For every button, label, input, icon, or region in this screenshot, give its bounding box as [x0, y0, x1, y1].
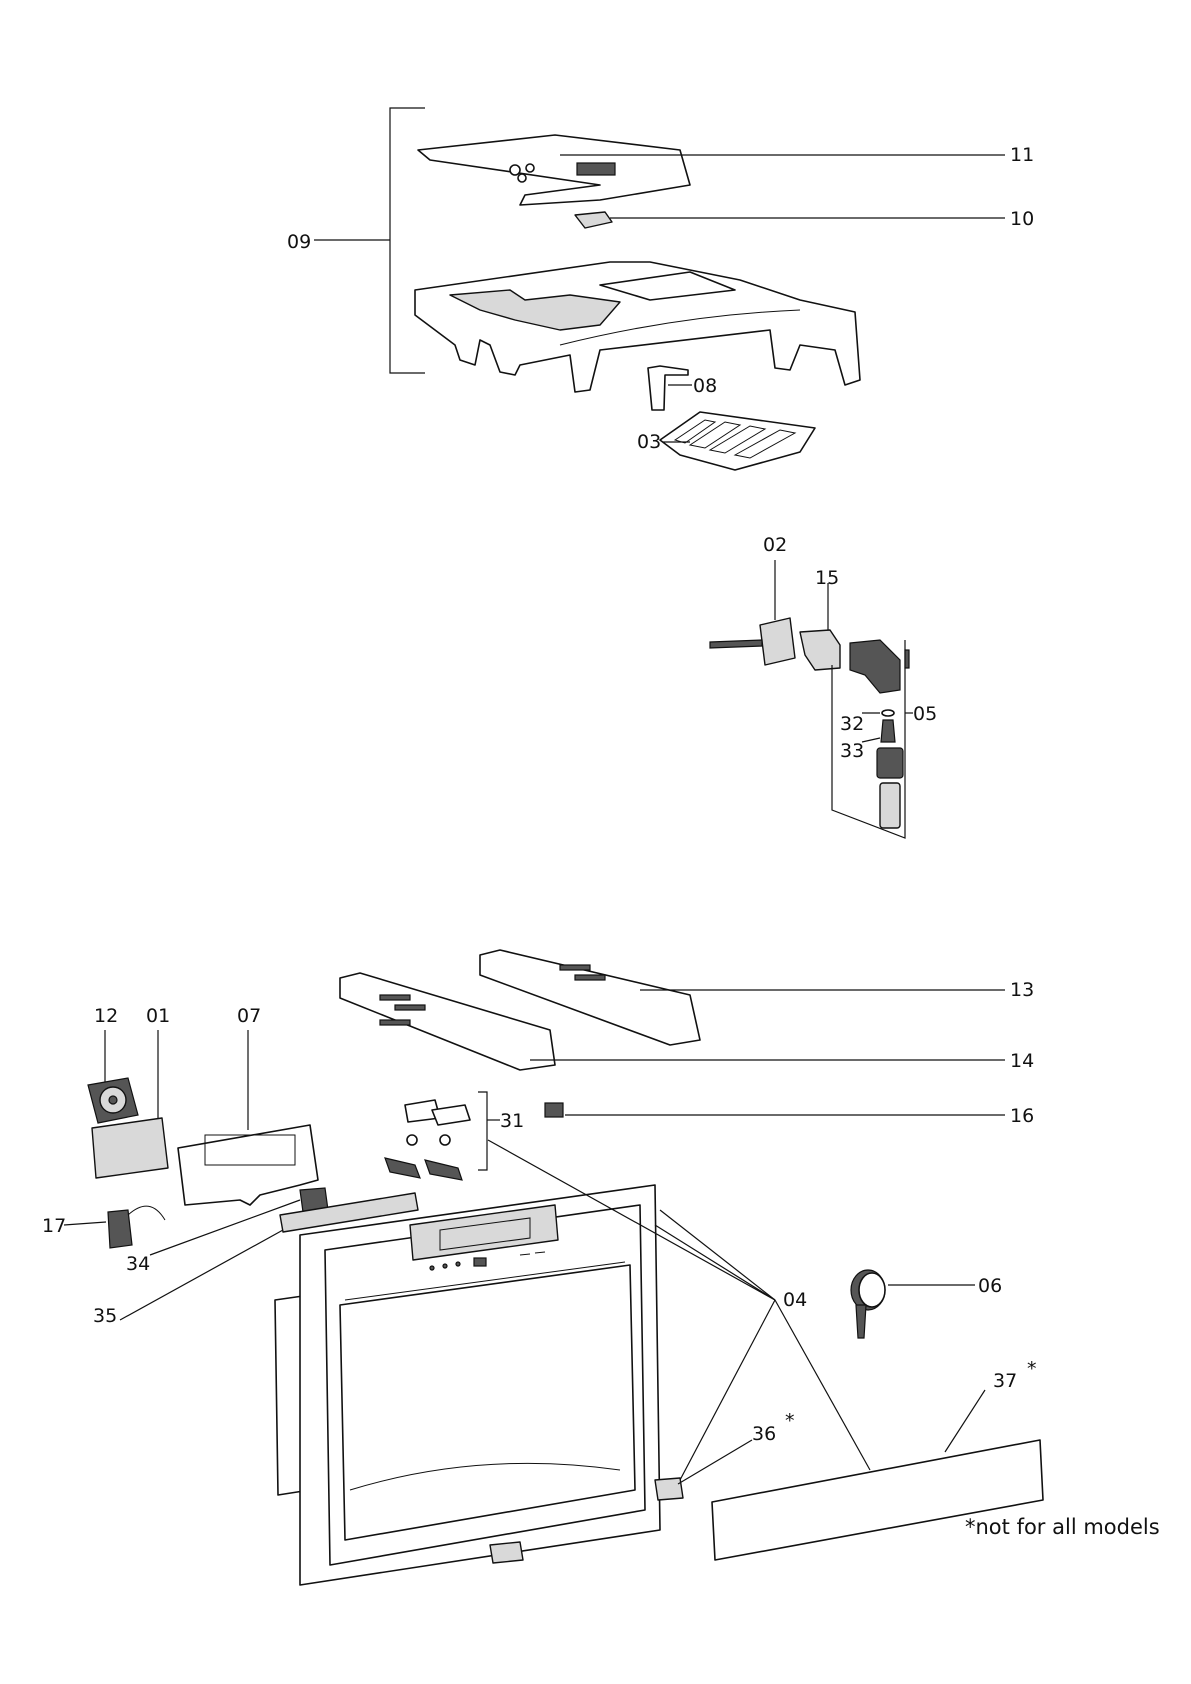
lower-assembly — [63, 949, 1044, 1586]
housing-lid-panel — [599, 271, 736, 301]
cover-plate-11 — [417, 134, 691, 206]
motor-tab — [904, 649, 910, 669]
label-36: 36 — [752, 1423, 776, 1445]
middle-assembly-05 — [709, 560, 913, 839]
display-window-07 — [204, 1134, 296, 1166]
label-37: 37 — [993, 1370, 1017, 1392]
label-02: 02 — [763, 534, 787, 556]
drive-sleeve — [879, 782, 901, 829]
leader-37 — [944, 1389, 986, 1453]
washer-32 — [881, 709, 895, 717]
footnote: *not for all models — [965, 1515, 1160, 1539]
housing-cavity — [449, 289, 621, 331]
leader-33 — [861, 737, 881, 743]
label-11: 11 — [1010, 144, 1034, 166]
bracket-31 — [478, 1091, 488, 1171]
cover-plate-11-vents — [509, 162, 616, 183]
label-13: 13 — [1010, 979, 1034, 1001]
switch-16 — [544, 1102, 564, 1118]
label-15: 15 — [815, 567, 839, 589]
motor-housing-05 — [849, 639, 901, 694]
label-08: 08 — [693, 375, 717, 397]
rail-13 — [479, 949, 701, 1046]
cap-10 — [574, 211, 613, 229]
label-32: 32 — [840, 713, 864, 735]
label-07: 07 — [237, 1005, 261, 1027]
label-34: 34 — [126, 1253, 150, 1275]
label-37-asterisk: * — [1027, 1358, 1037, 1380]
label-16: 16 — [1010, 1105, 1034, 1127]
latch-bottom — [489, 1541, 524, 1564]
housing-curve — [559, 309, 801, 346]
label-10: 10 — [1010, 208, 1034, 230]
grid-tray-03 — [659, 411, 816, 471]
leader-35 — [119, 1229, 284, 1321]
bracket-05 — [831, 640, 906, 839]
oven-frame — [274, 1184, 661, 1586]
hinge-kit-31 — [384, 1099, 471, 1181]
wiring-17-wire — [127, 1205, 166, 1221]
leader-36 — [677, 1439, 753, 1485]
label-06: 06 — [978, 1275, 1002, 1297]
label-14: 14 — [1010, 1050, 1034, 1072]
rail-13-holes — [559, 964, 606, 981]
label-05: 05 — [913, 703, 937, 725]
power-board-01 — [91, 1117, 169, 1179]
label-09: 09 — [287, 231, 311, 253]
control-board-02 — [759, 617, 796, 666]
shaft-33 — [880, 719, 896, 743]
hinge-clip-36 — [654, 1477, 684, 1501]
label-36-asterisk: * — [785, 1410, 795, 1432]
label-35: 35 — [93, 1305, 117, 1327]
wiring-17 — [107, 1209, 133, 1249]
label-17: 17 — [42, 1215, 66, 1237]
label-01: 01 — [146, 1005, 170, 1027]
connector-15 — [799, 629, 841, 671]
fan-12 — [87, 1077, 139, 1124]
bracket-09 — [389, 107, 425, 374]
top-assembly-09 — [314, 107, 1005, 471]
label-03: 03 — [637, 431, 661, 453]
leader-04 — [487, 1139, 871, 1481]
pin-08 — [647, 365, 689, 411]
drive-cylinder — [876, 747, 904, 779]
cable-02 — [709, 639, 763, 649]
trim-strip-37 — [711, 1439, 1044, 1561]
labels: 09 11 10 08 03 02 15 05 32 33 13 14 16 3… — [42, 144, 1160, 1539]
label-04: 04 — [783, 1289, 807, 1311]
label-12: 12 — [94, 1005, 118, 1027]
label-33: 33 — [840, 740, 864, 762]
label-31: 31 — [500, 1110, 524, 1132]
leader-34 — [149, 1199, 301, 1256]
control-strip-35 — [279, 1192, 419, 1233]
housing-base — [414, 261, 861, 393]
knob-06 — [850, 1269, 886, 1339]
rail-14-holes — [379, 994, 426, 1026]
leader-17 — [63, 1221, 107, 1226]
